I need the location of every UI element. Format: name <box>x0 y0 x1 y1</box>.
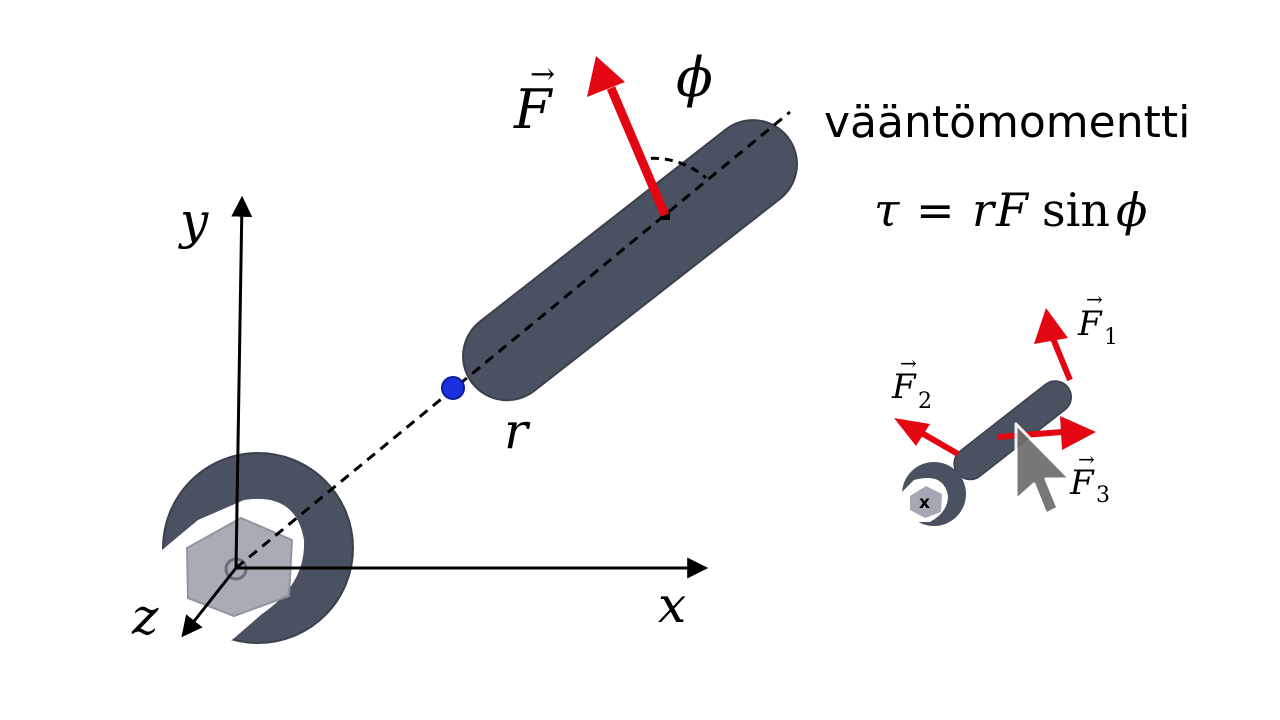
mini-nut-mark: x <box>919 493 930 513</box>
svg-text:F: F <box>1069 463 1095 503</box>
diagram-title: vääntömomentti <box>824 97 1190 148</box>
y-axis-label: y <box>178 192 209 250</box>
main-wrench <box>150 119 798 644</box>
mini-label-f2: F → 2 <box>891 351 932 414</box>
mini-force-f2 <box>894 418 960 457</box>
svg-text:→: → <box>530 57 555 92</box>
mini-force-f3 <box>997 416 1096 450</box>
svg-text:1: 1 <box>1104 325 1118 350</box>
force-label: F → <box>513 57 555 141</box>
svg-text:3: 3 <box>1096 483 1110 508</box>
mini-label-f3: F → 3 <box>1069 447 1110 508</box>
torque-equation: τ = r F sin ϕ <box>874 183 1147 237</box>
svg-text:F: F <box>891 367 917 407</box>
lever-arm-line <box>235 110 791 570</box>
force-vector <box>587 56 670 217</box>
angle-label: ϕ <box>676 46 713 109</box>
center-of-mass-dot <box>441 376 465 400</box>
svg-text:r: r <box>972 183 997 237</box>
coordinate-axes <box>181 195 709 638</box>
svg-text:ϕ: ϕ <box>1116 183 1147 237</box>
svg-text:F: F <box>995 183 1030 237</box>
z-axis <box>181 567 238 638</box>
svg-text:τ: τ <box>874 183 901 237</box>
mouse-cursor-icon <box>1014 422 1072 516</box>
mini-label-f1: F → 1 <box>1077 287 1118 350</box>
x-axis-label: x <box>658 576 686 634</box>
svg-text:→: → <box>900 351 917 375</box>
lever-label: r <box>504 402 531 460</box>
wrench-handle <box>462 119 798 402</box>
mini-force-f1 <box>1034 308 1073 382</box>
svg-text:→: → <box>1078 447 1095 471</box>
svg-text:F: F <box>513 78 554 141</box>
mini-nut <box>910 486 942 518</box>
svg-text:→: → <box>1086 287 1103 311</box>
svg-text:F: F <box>1077 304 1103 344</box>
y-axis <box>231 195 253 569</box>
z-axis-label: z <box>131 588 159 646</box>
svg-text:sin: sin <box>1042 183 1110 237</box>
svg-text:2: 2 <box>918 389 932 414</box>
svg-text:=: = <box>916 183 955 237</box>
